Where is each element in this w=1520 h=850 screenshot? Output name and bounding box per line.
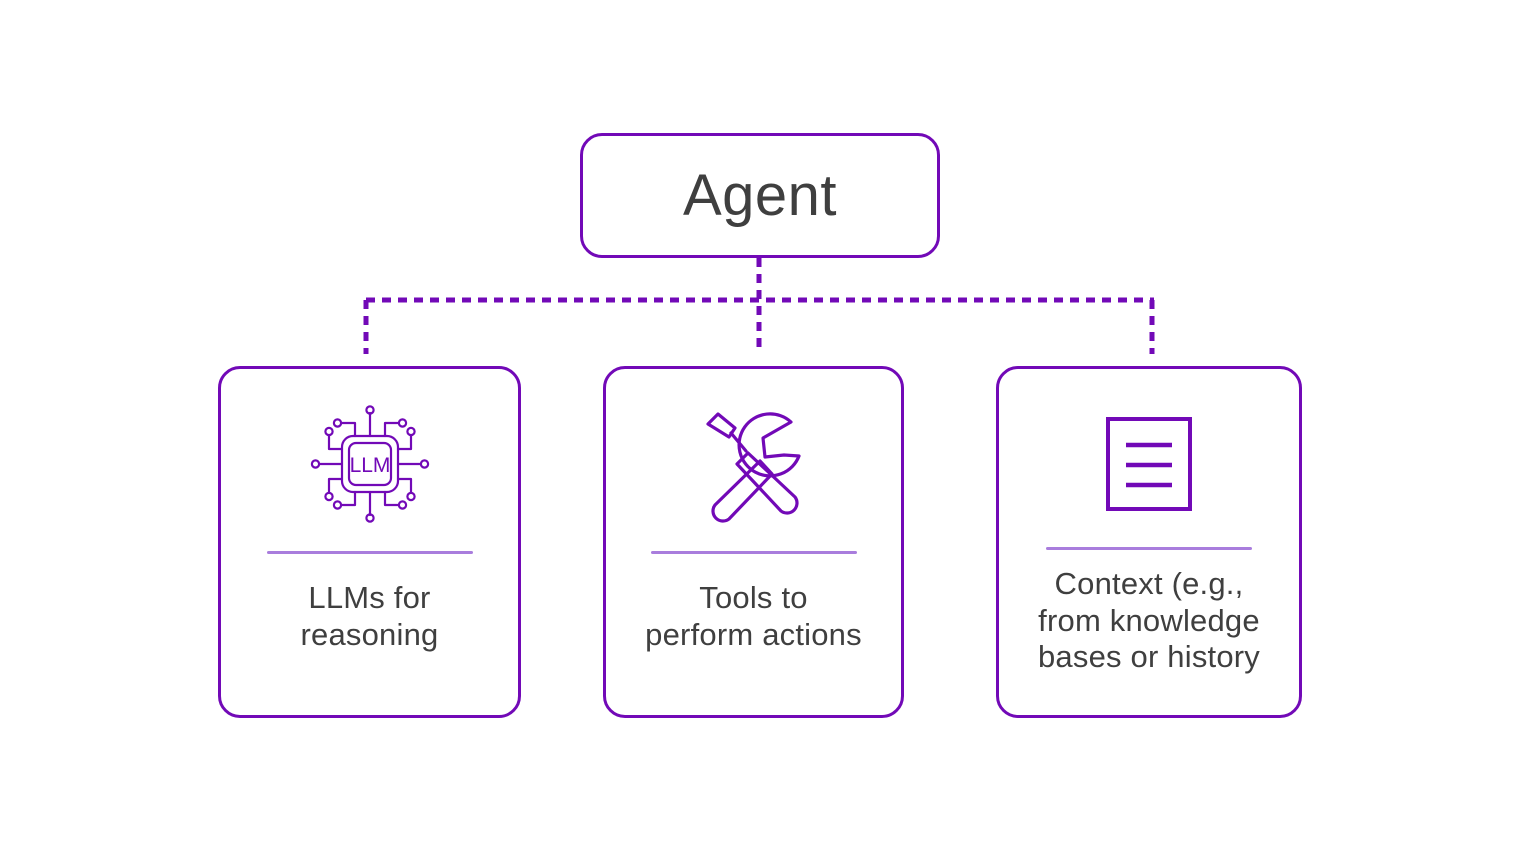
card-tools-icon-wrap (694, 399, 814, 529)
agent-node-label: Agent (682, 162, 838, 228)
card-context[interactable]: Context (e.g., from knowledge bases or h… (996, 366, 1302, 718)
card-tools-label: Tools to perform actions (645, 580, 862, 652)
card-context-divider (1046, 547, 1252, 550)
card-context-icon-wrap (1094, 399, 1204, 529)
card-llm-label: LLMs for reasoning (300, 580, 439, 652)
llm-chip-icon: LLM (310, 405, 429, 523)
agent-node[interactable]: Agent (580, 133, 940, 258)
wrench-screwdriver-icon (705, 412, 801, 523)
llm-chip-icon-label: LLM (349, 454, 390, 477)
card-llm-icon-wrap: LLM (305, 399, 435, 529)
card-context-label: Context (e.g., from knowledge bases or h… (1037, 566, 1261, 675)
document-lines-icon (1106, 417, 1192, 511)
card-tools[interactable]: Tools to perform actions (603, 366, 904, 718)
card-llm-divider (266, 551, 473, 554)
card-llm[interactable]: LLM LLMs for reasoning (218, 366, 521, 718)
card-tools-divider (650, 551, 857, 554)
